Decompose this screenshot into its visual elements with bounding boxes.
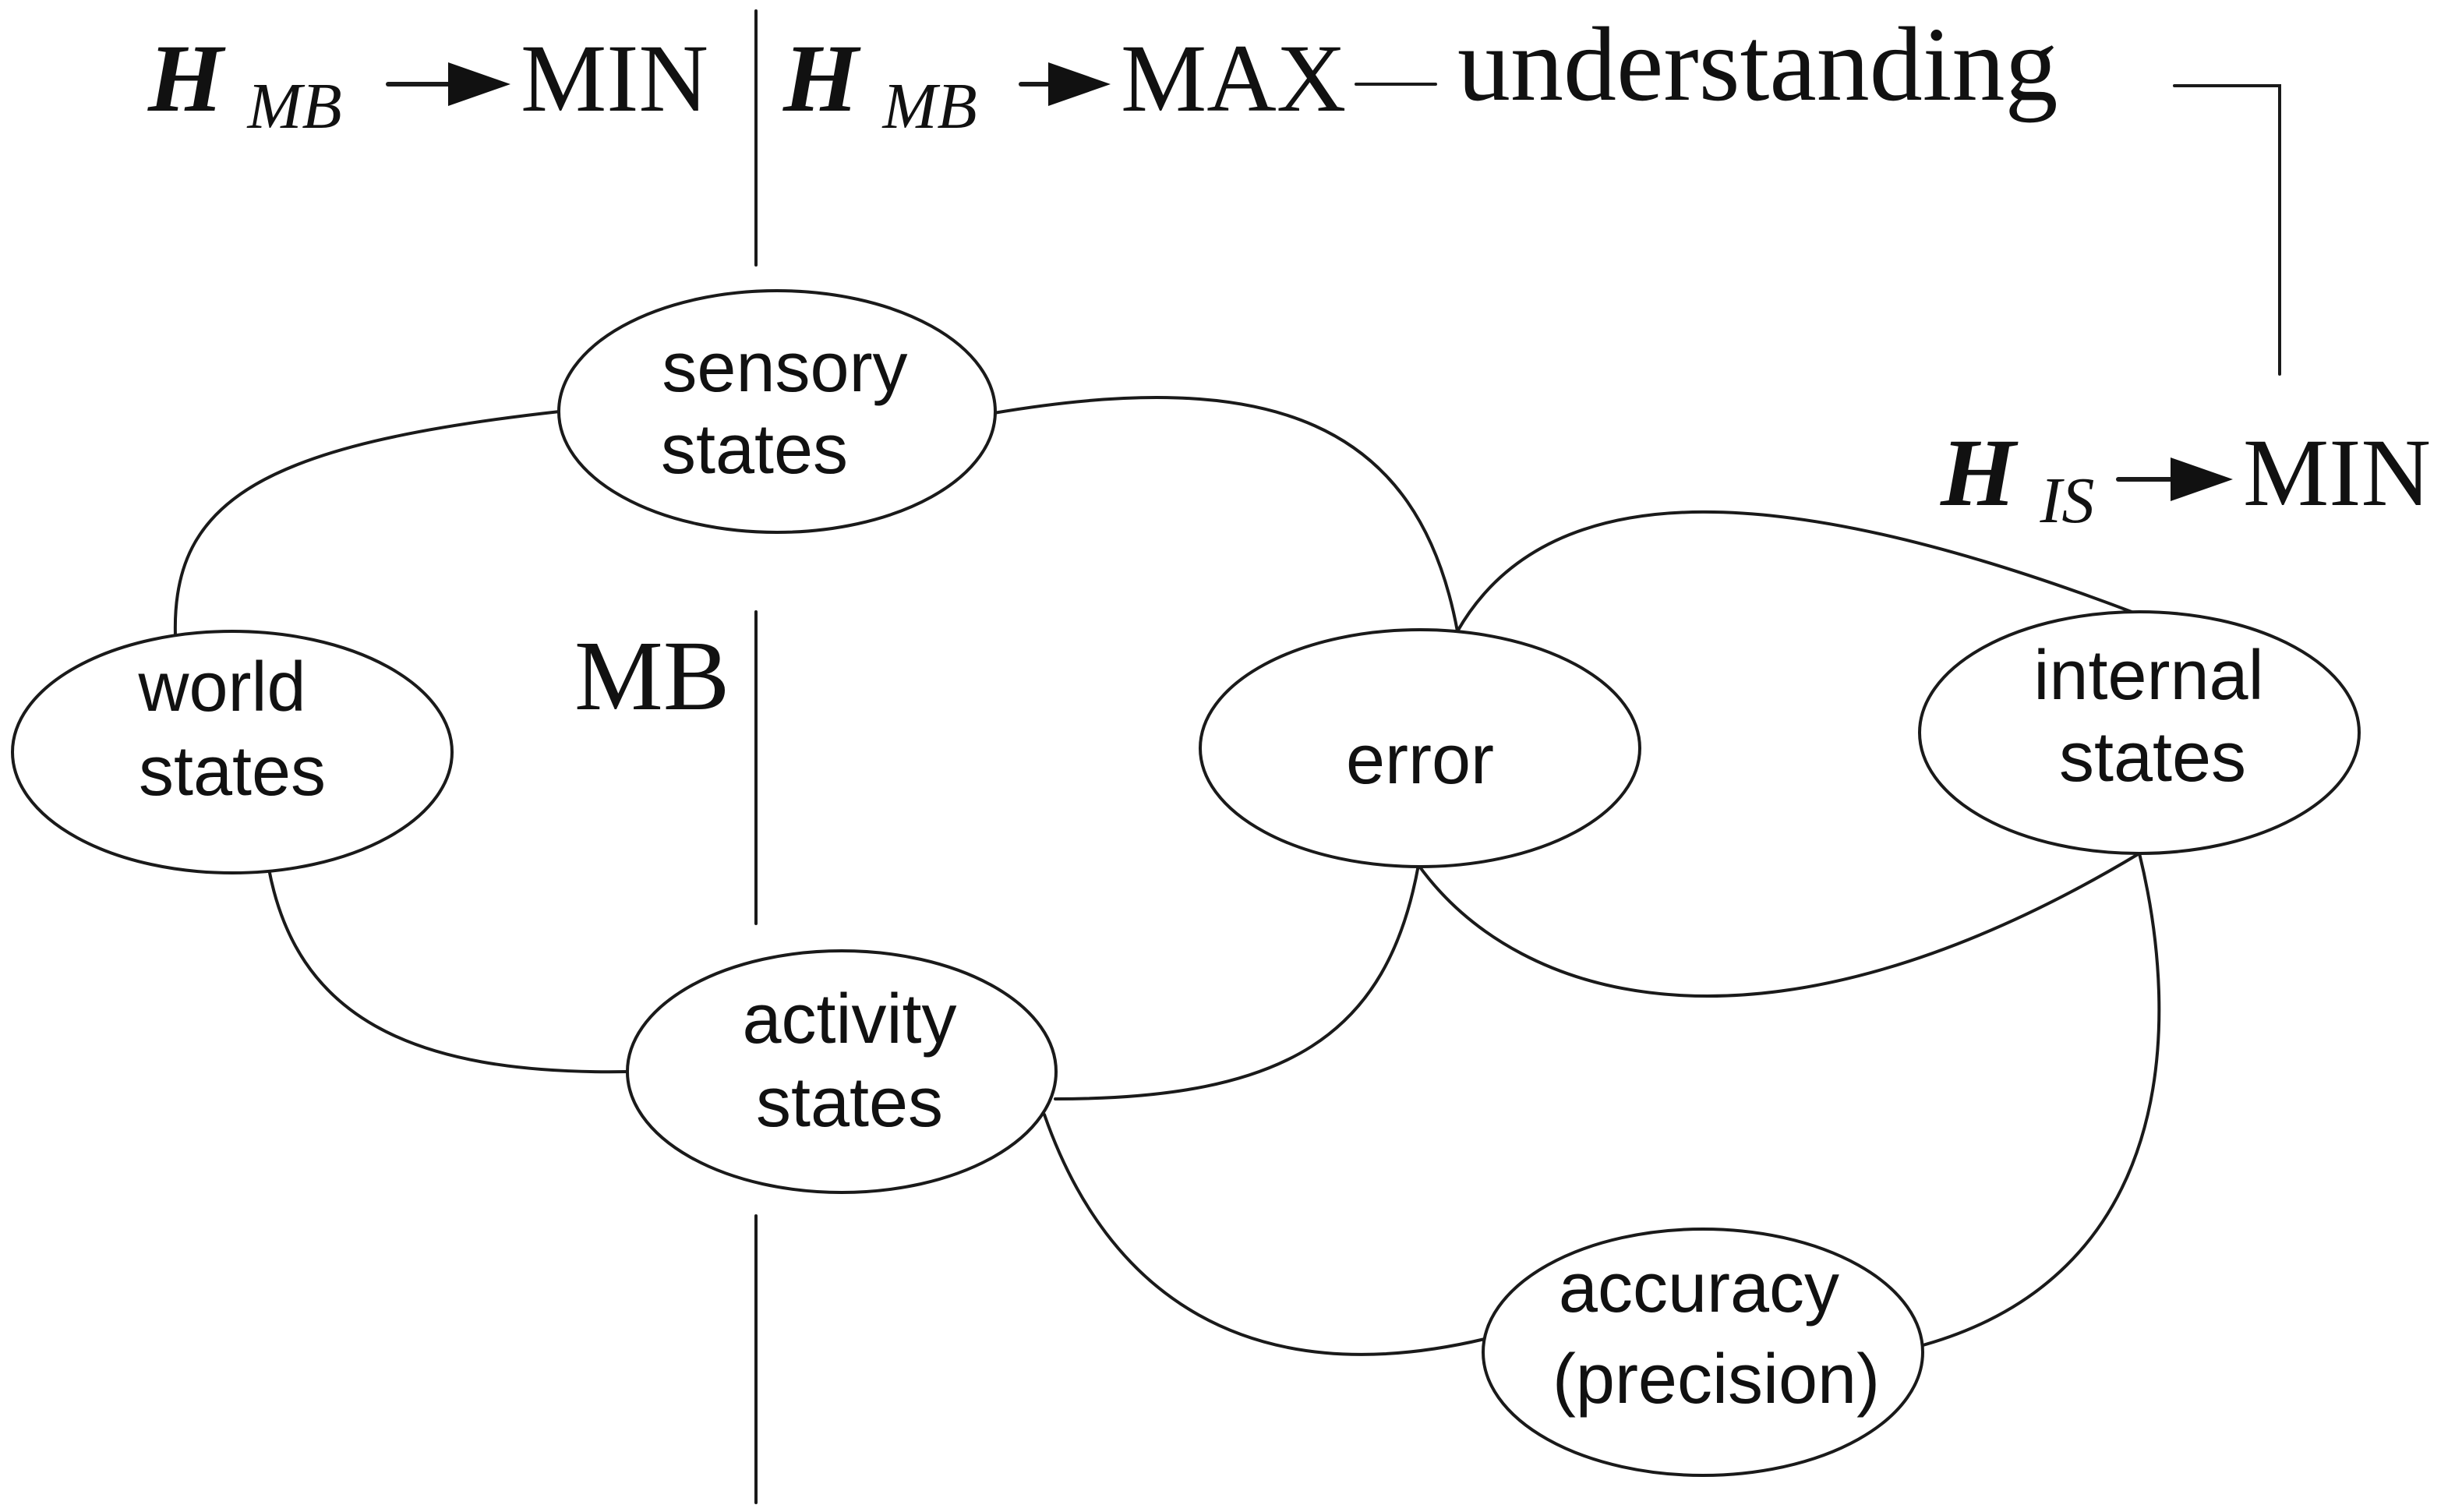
equation-right-subscript: IS <box>2039 465 2094 537</box>
edge-world-activity <box>267 867 630 1074</box>
node-error: error <box>1199 628 1641 868</box>
edge-sensory-error <box>992 396 1459 633</box>
understanding-connector-right <box>2173 84 2281 376</box>
node-world-states: world states <box>11 630 454 874</box>
node-activity-label-line2: states <box>756 1064 943 1142</box>
equation-left-arrow-icon <box>448 62 510 106</box>
node-accuracy-precision: accuracy (precision) <box>1482 1228 1924 1477</box>
node-world-label-line1: world <box>137 648 306 726</box>
node-error-label: error <box>1346 721 1494 799</box>
node-accuracy-label-line2: (precision) <box>1552 1341 1880 1418</box>
node-sensory-label-line2: states <box>661 411 848 489</box>
edge-error-internal-top <box>1456 510 2133 633</box>
edge-activity-accuracy <box>1043 1113 1486 1356</box>
equation-middle-target: MAX <box>1121 25 1346 132</box>
equation-left-target: MIN <box>521 25 708 132</box>
equation-right-symbol: H <box>1940 419 2019 526</box>
node-internal-states: internal states <box>1918 610 2361 855</box>
equation-right-target: MIN <box>2243 419 2431 526</box>
node-sensory-states: sensory states <box>557 289 997 534</box>
node-world-label-line2: states <box>139 733 326 811</box>
node-accuracy-label-line1: accuracy <box>1559 1249 1839 1327</box>
equation-middle-arrow-icon <box>1048 62 1111 106</box>
edge-internal-accuracy <box>1916 852 2161 1348</box>
markov-blanket-label: MB <box>574 620 729 731</box>
equation-middle: H MB MAX <box>782 25 1346 143</box>
node-internal-label-line1: internal <box>2033 637 2263 715</box>
equation-middle-expression: H MB <box>782 25 977 143</box>
equation-right-expression: H IS <box>1940 419 2094 537</box>
node-sensory-label-line1: sensory <box>662 329 907 407</box>
equation-right-arrow-icon <box>2171 457 2233 501</box>
edge-activity-error <box>1054 864 1420 1100</box>
node-activity-states: activity states <box>626 949 1058 1194</box>
equation-right: H IS MIN <box>1940 419 2431 537</box>
equation-middle-symbol: H <box>782 25 861 132</box>
equation-middle-subscript: MB <box>881 70 977 143</box>
node-internal-label-line2: states <box>2059 719 2246 797</box>
understanding-label: understanding <box>1457 6 2058 123</box>
equation-left: H MB MIN <box>147 25 708 143</box>
node-activity-label-line1: activity <box>742 980 956 1058</box>
equation-left-expression: H MB <box>147 25 342 143</box>
edge-error-internal-bottom <box>1417 852 2141 998</box>
equation-left-symbol: H <box>147 25 226 132</box>
edge-world-sensory <box>173 410 561 637</box>
equation-left-subscript: MB <box>246 70 341 143</box>
